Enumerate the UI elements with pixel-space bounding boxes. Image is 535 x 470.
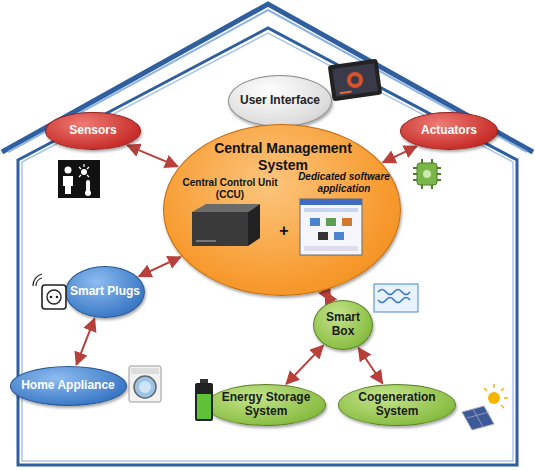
actuator-icon-part	[423, 170, 431, 178]
sensor-icon-part	[85, 190, 91, 196]
solar-panel-icon-part	[462, 406, 494, 430]
tablet-icon-part	[340, 91, 352, 95]
software-window-part	[310, 218, 320, 226]
ccu-device-part	[192, 204, 260, 212]
interface-ellipse: User Interface	[228, 75, 332, 127]
bidirectional-arrow	[139, 257, 181, 276]
ccu-device-part	[192, 212, 248, 246]
smart-box-icon-part	[378, 290, 410, 303]
tablet-icon	[328, 59, 383, 102]
node-label: Energy Storage System	[218, 391, 314, 419]
tablet-icon-part	[347, 72, 363, 88]
bidirectional-arrow	[359, 348, 383, 383]
smart-box-icon-part	[374, 284, 418, 312]
smart-plug-icon-part	[33, 274, 42, 286]
text-holder: Dedicated software application	[294, 171, 394, 196]
solar-panel-icon-part	[467, 409, 489, 427]
software-window-part	[300, 199, 362, 255]
bidirectional-arrow	[127, 145, 177, 166]
smart-plug-icon-part	[56, 296, 59, 299]
node-label: Smart Box	[319, 311, 367, 339]
tablet-icon-part	[351, 76, 359, 84]
software-window-part	[318, 232, 328, 240]
software-window-part	[334, 232, 344, 240]
text-holder: Central Management System	[214, 140, 352, 174]
smartbox-ellipse: Smart Box	[313, 300, 373, 350]
unit-label: Central Control Unit (CCU)	[178, 177, 282, 201]
node-label: Actuators	[421, 124, 477, 138]
node-label: Cogeneration System	[350, 391, 444, 419]
sensor-icon-part	[63, 176, 73, 194]
washing-machine-icon	[129, 366, 161, 402]
actuator-ellipse: Actuators	[400, 112, 498, 150]
sensor-icon-part	[81, 169, 87, 175]
software-window	[300, 199, 362, 255]
tablet-icon-part	[332, 63, 377, 97]
cogeneration-ellipse: Cogeneration System	[338, 384, 456, 426]
solar-panel-icon-part	[488, 392, 500, 404]
software-label: Dedicated software application	[294, 171, 394, 195]
software-window-part	[304, 208, 358, 212]
washing-machine-icon-part	[129, 366, 161, 402]
text-holder: Central Control Unit (CCU)	[178, 177, 282, 202]
actuator-icon	[413, 159, 441, 189]
actuator-icon-part	[417, 163, 437, 185]
bidirectional-arrow	[383, 146, 417, 162]
smart-plug-icon	[33, 274, 66, 309]
storage-ellipse: Energy Storage System	[206, 384, 326, 426]
text-holder: +	[274, 221, 294, 240]
ccu-device-part	[248, 204, 260, 246]
bidirectional-arrow	[76, 319, 94, 365]
plug-ellipse: Smart Plugs	[65, 266, 145, 318]
smart-plug-icon-part	[50, 296, 53, 299]
battery-icon-part	[195, 383, 213, 421]
solar-panel-icon-part	[484, 384, 508, 408]
battery-icon-part	[200, 379, 208, 383]
tablet-icon-part	[328, 59, 383, 102]
washing-machine-icon-part	[134, 376, 156, 398]
battery-icon	[195, 379, 213, 421]
battery-icon-part	[197, 394, 211, 419]
appliance-ellipse: Home Appliance	[10, 366, 127, 406]
node-label: Sensors	[69, 124, 116, 138]
smart-box-icon	[374, 284, 418, 312]
washing-machine-icon-part	[131, 368, 159, 374]
bidirectional-arrow	[286, 346, 323, 384]
sensor-icon	[58, 160, 100, 198]
node-heading: Central Management System	[214, 140, 352, 174]
management-ellipse: Central Management SystemCentral Control…	[163, 124, 401, 296]
sensor-icon-part	[58, 160, 100, 198]
node-label: Smart Plugs	[70, 285, 140, 299]
software-window-part	[300, 199, 362, 205]
software-window-part	[342, 218, 352, 226]
node-label: User Interface	[240, 94, 320, 108]
software-window-part	[326, 218, 336, 226]
solar-panel-icon	[462, 384, 508, 430]
washing-machine-icon-part	[139, 381, 151, 393]
bidirectional-arrow	[325, 292, 330, 301]
plus-sign: +	[279, 221, 288, 240]
ccu-device	[192, 204, 260, 246]
ccu-device-part	[196, 240, 216, 242]
sensor-icon-part	[65, 167, 72, 174]
actuator-icon-part	[413, 159, 441, 189]
sensor-icon-part	[79, 164, 89, 177]
smart-plug-icon-part	[42, 285, 66, 309]
sensor-ellipse: Sensors	[45, 112, 141, 150]
node-label: Home Appliance	[21, 379, 115, 393]
smart-plug-icon-part	[47, 290, 61, 304]
sensor-icon-part	[86, 180, 90, 192]
software-window-part	[304, 246, 358, 251]
